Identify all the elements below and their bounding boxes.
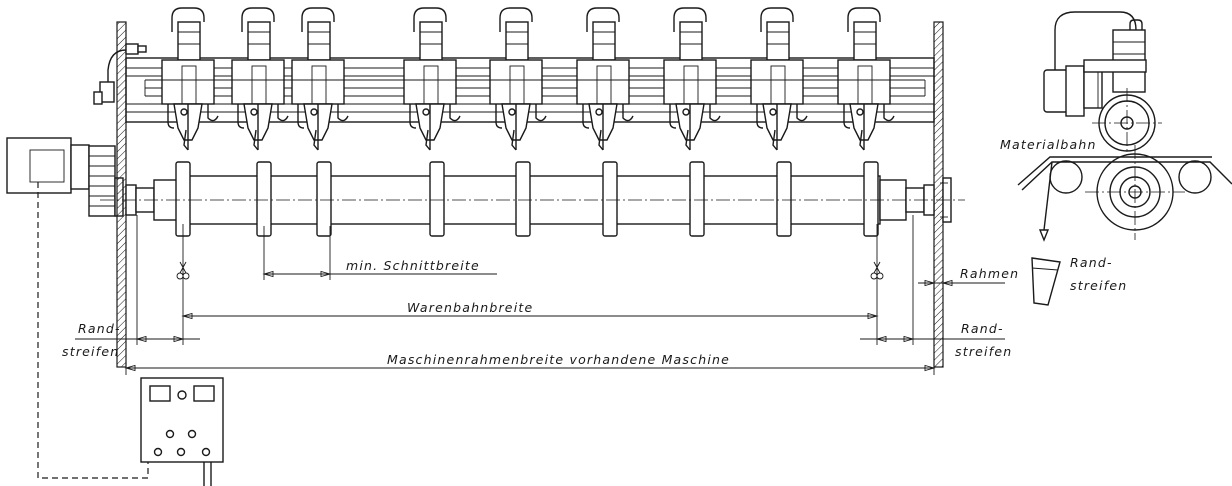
cutter-heads (161, 7, 895, 151)
knife-ring (515, 161, 531, 237)
machine-frame-width-label: Maschinenrahmenbreite vorhandene Maschin… (387, 352, 730, 367)
knife-ring (429, 161, 445, 237)
control-box (140, 377, 224, 486)
frame-label: Rahmen (960, 266, 1019, 281)
motor-cable (37, 182, 149, 479)
side-edge-strip-label-2: streifen (1070, 278, 1127, 293)
knife-ring (602, 161, 618, 237)
material-web-label: Materialbahn (1000, 137, 1097, 152)
side-edge-strip-label-1: Rand- (1070, 255, 1113, 270)
cutter-head (489, 7, 547, 151)
edge-strip-left-label-1: Rand- (78, 321, 121, 336)
right-frame-wall (933, 21, 944, 368)
cutter-head (403, 7, 461, 151)
cutter-head (663, 7, 721, 151)
cutter-head (291, 7, 349, 151)
cutter-head (576, 7, 634, 151)
web-width-label: Warenbahnbreite (407, 300, 533, 315)
edge-strip-right-label-2: streifen (955, 344, 1012, 359)
knife-ring (863, 161, 879, 237)
knife-ring (316, 161, 332, 237)
cutter-head (837, 7, 895, 151)
left-frame-wall (116, 21, 127, 368)
dimension-lines (75, 215, 1005, 375)
min-cut-width-label: min. Schnittbreite (346, 258, 480, 273)
cutter-head (161, 7, 219, 151)
edge-strip-left-label-2: streifen (62, 344, 119, 359)
side-view (1017, 11, 1232, 306)
drive-motor (6, 137, 124, 217)
edge-strip-right-label-1: Rand- (961, 321, 1004, 336)
knife-ring (776, 161, 792, 237)
knife-rings (175, 161, 879, 237)
cutter-head (750, 7, 808, 151)
cutter-head (231, 7, 289, 151)
knife-ring (689, 161, 705, 237)
pneumatic-valve (93, 43, 147, 105)
knife-ring (256, 161, 272, 237)
